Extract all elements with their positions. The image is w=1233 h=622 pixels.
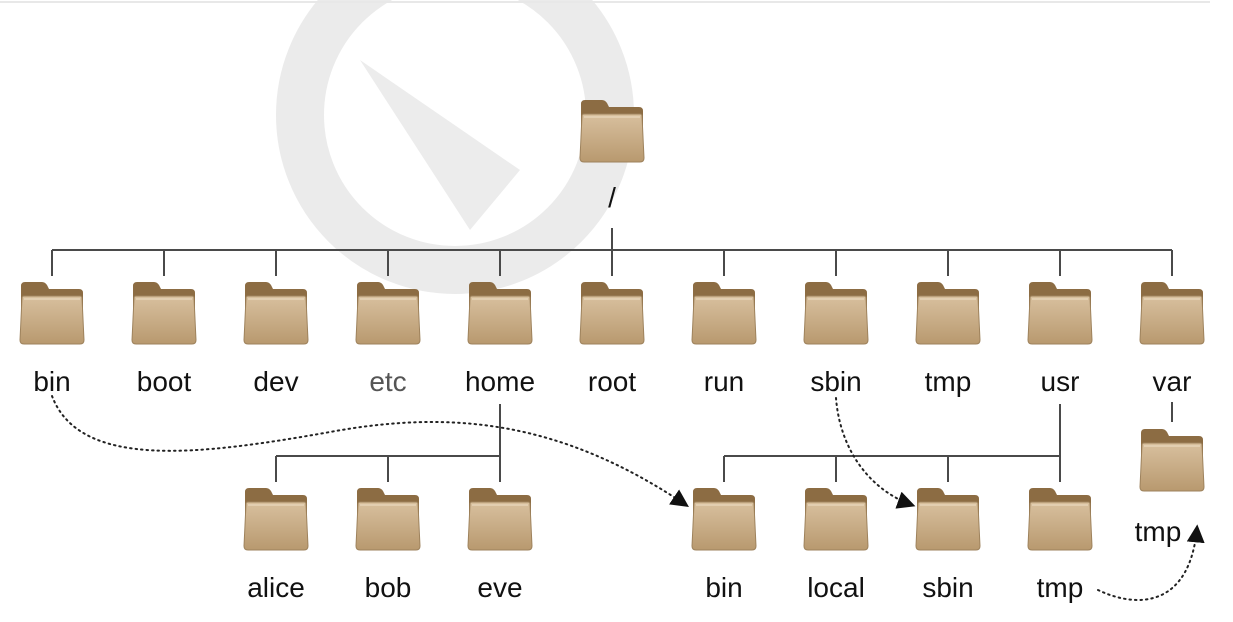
usr-bin-folder-icon bbox=[691, 488, 757, 551]
var-folder-icon bbox=[1139, 282, 1205, 345]
eve-folder[interactable] bbox=[466, 486, 534, 552]
usr-tmp-folder-icon bbox=[1027, 488, 1093, 551]
bin-folder-icon bbox=[19, 282, 85, 345]
usr-local-label: local bbox=[807, 572, 865, 603]
dev-folder-icon bbox=[243, 282, 309, 345]
bin-folder[interactable] bbox=[18, 280, 86, 346]
link-usr-tmp-to-var-tmp bbox=[1097, 524, 1205, 601]
usr-local-folder[interactable] bbox=[802, 486, 870, 552]
home-folder-icon bbox=[467, 282, 533, 345]
usr-tmp-folder[interactable] bbox=[1026, 486, 1094, 552]
root-folder-icon bbox=[579, 282, 645, 345]
eve-folder-icon bbox=[467, 488, 533, 551]
boot-folder[interactable] bbox=[130, 280, 198, 346]
sbin-label: sbin bbox=[810, 366, 862, 397]
usr-sbin-folder[interactable] bbox=[914, 486, 982, 552]
alice-folder[interactable] bbox=[242, 486, 310, 552]
root-folder[interactable] bbox=[578, 280, 646, 346]
etc-folder-icon bbox=[355, 282, 421, 345]
usr-tmp-label: tmp bbox=[1036, 572, 1084, 603]
etc-label: etc bbox=[369, 366, 407, 397]
alice-folder-icon bbox=[243, 488, 309, 551]
usr-folder-icon bbox=[1027, 282, 1093, 345]
home-label: home bbox=[464, 366, 536, 397]
root-label: root bbox=[587, 366, 637, 397]
run-folder[interactable] bbox=[690, 280, 758, 346]
usr-folder[interactable] bbox=[1026, 280, 1094, 346]
home-folder[interactable] bbox=[466, 280, 534, 346]
tmp-label: tmp bbox=[924, 366, 972, 397]
usr-bin-folder[interactable] bbox=[690, 486, 758, 552]
eve-label: eve bbox=[477, 572, 523, 603]
tmp-folder-icon bbox=[915, 282, 981, 345]
dotted-links bbox=[51, 395, 1205, 601]
bin-label: bin bbox=[33, 366, 71, 397]
var-tmp-folder-icon bbox=[1139, 429, 1205, 492]
tmp-folder[interactable] bbox=[914, 280, 982, 346]
link-sbin-to-usr-sbin bbox=[835, 397, 916, 509]
alice-label: alice bbox=[247, 572, 305, 603]
usr-sbin-folder-icon bbox=[915, 488, 981, 551]
root-dir-folder[interactable] bbox=[578, 98, 646, 164]
bob-folder-icon bbox=[355, 488, 421, 551]
var-label: var bbox=[1152, 366, 1192, 397]
dev-label: dev bbox=[253, 366, 299, 397]
root-dir-folder-icon bbox=[579, 100, 645, 163]
run-folder-icon bbox=[691, 282, 757, 345]
etc-folder[interactable] bbox=[354, 280, 422, 346]
tree-connectors bbox=[51, 228, 1173, 482]
boot-folder-icon bbox=[131, 282, 197, 345]
usr-sbin-label: sbin bbox=[922, 572, 974, 603]
sbin-folder[interactable] bbox=[802, 280, 870, 346]
usr-bin-label: bin bbox=[705, 572, 743, 603]
bob-folder[interactable] bbox=[354, 486, 422, 552]
var-tmp-folder[interactable] bbox=[1138, 427, 1206, 493]
run-label: run bbox=[703, 366, 745, 397]
boot-label: boot bbox=[136, 366, 192, 397]
sbin-folder-icon bbox=[803, 282, 869, 345]
usr-local-folder-icon bbox=[803, 488, 869, 551]
watermark-logo bbox=[276, 0, 634, 294]
var-folder[interactable] bbox=[1138, 280, 1206, 346]
link-bin-to-usr-bin bbox=[51, 395, 689, 508]
dev-folder[interactable] bbox=[242, 280, 310, 346]
usr-label: usr bbox=[1040, 366, 1080, 397]
var-tmp-label: tmp bbox=[1134, 516, 1182, 547]
bob-label: bob bbox=[364, 572, 412, 603]
root-dir-label: / bbox=[608, 182, 616, 213]
